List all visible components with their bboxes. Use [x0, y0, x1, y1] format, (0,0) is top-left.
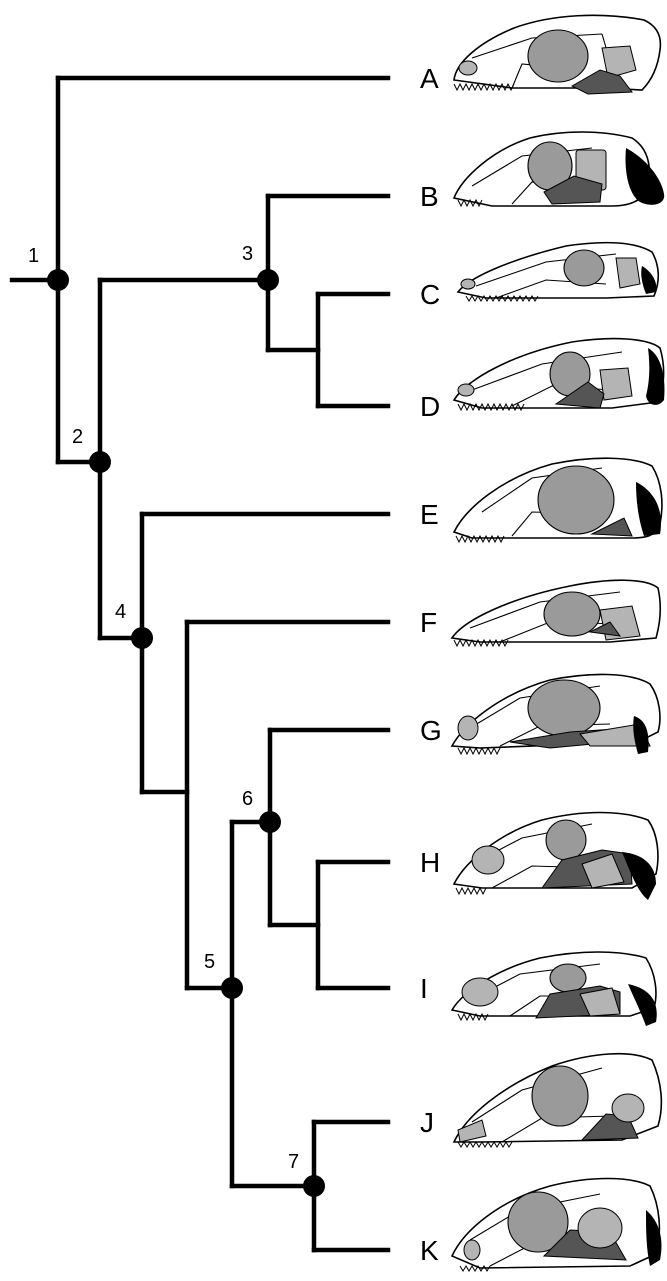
node-label: 2 [72, 426, 83, 448]
skull-icon [454, 339, 664, 410]
taxon-label: E [420, 499, 439, 530]
skull-illustrations [452, 15, 664, 1271]
node-label: 6 [242, 788, 253, 810]
node-label: 7 [288, 1151, 299, 1173]
taxon-label: A [420, 63, 439, 94]
skull-icon [452, 674, 660, 754]
node-3-marker [257, 269, 279, 291]
taxon-label: F [420, 607, 437, 638]
taxon-labels: A B C D E F G H I J K [420, 63, 442, 1266]
node-4-marker [131, 627, 153, 649]
node-5-marker [221, 977, 243, 999]
skull-icon [454, 458, 662, 542]
taxon-label: D [420, 391, 440, 422]
taxon-label: G [420, 715, 442, 746]
skull-icon [454, 1054, 661, 1147]
node-2-marker [89, 451, 111, 473]
skull-icon [454, 813, 658, 901]
taxon-label: J [420, 1107, 434, 1138]
node-label: 4 [115, 601, 126, 623]
node-labels: 1 2 3 4 5 6 7 [28, 243, 299, 1173]
node-label: 1 [28, 245, 39, 267]
taxon-label: C [420, 279, 440, 310]
taxon-label: B [420, 181, 439, 212]
node-label: 3 [242, 243, 253, 265]
node-1-marker [47, 269, 69, 291]
skull-icon [452, 952, 657, 1026]
skull-icon [452, 580, 660, 646]
skull-icon [454, 132, 664, 206]
skull-icon [452, 1179, 661, 1272]
skull-icon [454, 15, 660, 94]
node-6-marker [259, 811, 281, 833]
taxon-label: H [420, 847, 440, 878]
taxon-label: I [420, 973, 428, 1004]
branches [12, 78, 388, 1250]
taxon-label: K [420, 1235, 439, 1266]
skull-icon [458, 243, 658, 301]
node-label: 5 [204, 951, 215, 973]
node-7-marker [303, 1175, 325, 1197]
